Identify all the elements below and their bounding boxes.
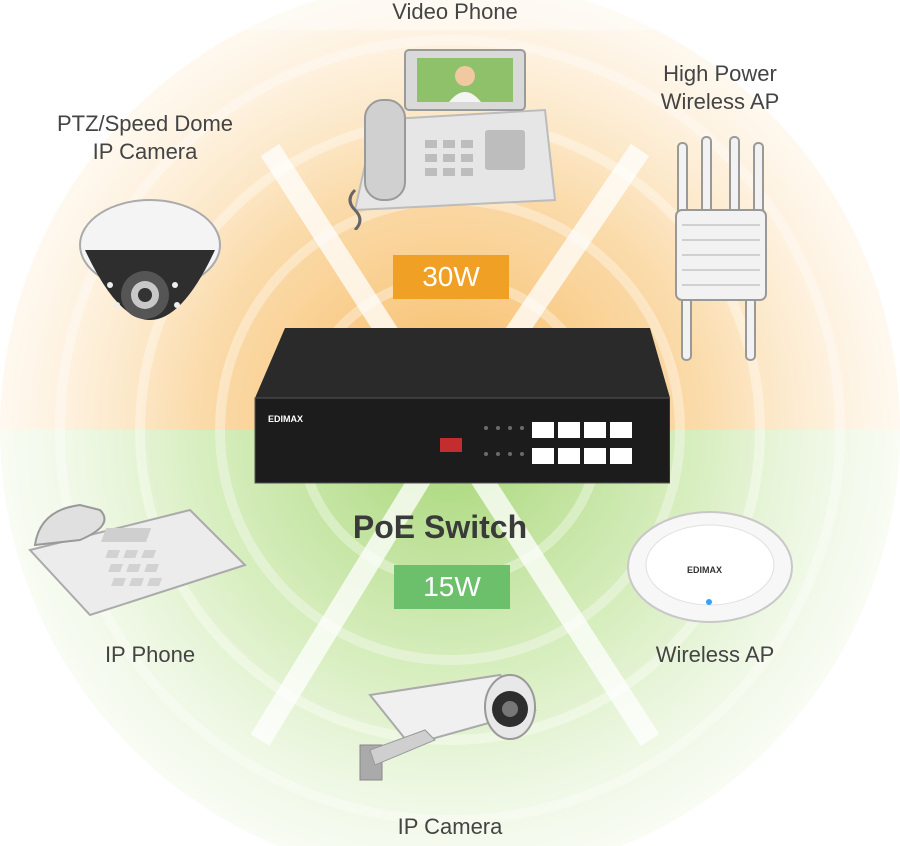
wireless-ap-icon: EDIMAX bbox=[627, 511, 793, 623]
ap-brand: EDIMAX bbox=[687, 565, 722, 575]
poe-switch-title: PoE Switch bbox=[352, 509, 528, 545]
high-power-zone bbox=[0, 0, 900, 430]
ip-phone-icon bbox=[28, 503, 247, 617]
ptz-camera-label-line1: PTZ/Speed Dome bbox=[56, 111, 234, 136]
ip-camera-label: IP Camera bbox=[397, 814, 503, 839]
power-badge-15w: 15W bbox=[394, 565, 510, 609]
high-power-wireless-ap-icon bbox=[675, 136, 767, 361]
high-power-ap-label-line1: High Power bbox=[663, 61, 777, 86]
ip-phone-label: IP Phone bbox=[104, 642, 196, 667]
ptz-dome-camera-icon bbox=[79, 199, 221, 320]
video-phone-label: Video Phone bbox=[392, 0, 518, 24]
switch-brand: EDIMAX bbox=[268, 414, 303, 424]
power-badge-30w: 30W bbox=[393, 255, 509, 299]
wireless-ap-label: Wireless AP bbox=[655, 642, 775, 667]
high-power-ap-label-line2: Wireless AP bbox=[660, 89, 780, 114]
video-phone-icon bbox=[348, 49, 557, 230]
poe-switch-icon: EDIMAX bbox=[254, 328, 670, 484]
ip-camera-icon bbox=[359, 673, 537, 781]
ptz-camera-label-line2: IP Camera bbox=[92, 139, 198, 164]
